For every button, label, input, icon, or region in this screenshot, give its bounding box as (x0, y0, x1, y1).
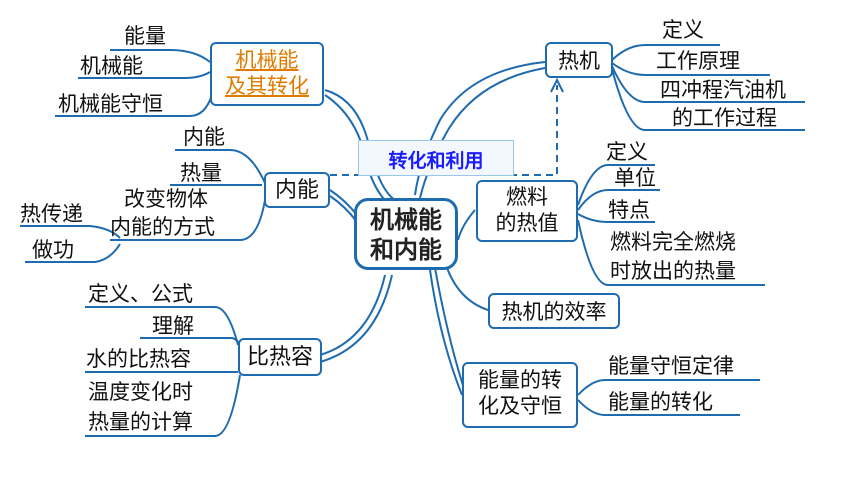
center-line1: 机械能 (370, 206, 442, 234)
branch-energy-conservation: 能量的转 化及守恒 (462, 362, 578, 428)
leaf-mech-conservation: 机械能守恒 (58, 92, 163, 116)
fuel-line2: 的热值 (495, 211, 559, 236)
leaf-engine-definition: 定义 (662, 18, 704, 42)
conservation-line2: 化及守恒 (478, 394, 562, 419)
leaf-conservation-law: 能量守恒定律 (608, 354, 734, 378)
leaf-fuel-definition: 定义 (606, 140, 648, 164)
leaf-internal-energy: 内能 (183, 125, 225, 149)
branch-engine-efficiency: 热机的效率 (488, 293, 620, 329)
leaf-energy: 能量 (124, 24, 166, 48)
leaf-heat: 热量 (180, 161, 222, 185)
branch-specific-heat: 比热容 (238, 338, 322, 376)
leaf-complete-combustion: 燃料完全燃烧 (610, 230, 736, 254)
branch-fuel-heat-value: 燃料 的热值 (476, 180, 578, 242)
leaf-unit: 单位 (614, 166, 656, 190)
leaf-heat-transfer: 热传递 (20, 202, 83, 226)
leaf-heat-released: 时放出的热量 (610, 259, 736, 283)
leaf-characteristic: 特点 (608, 198, 650, 222)
leaf-energy-transformation: 能量的转化 (608, 390, 713, 414)
leaf-water-specific-heat: 水的比热容 (86, 347, 191, 371)
leaf-internal-way: 内能的方式 (110, 215, 215, 239)
branch-mechanical-energy: 机械能 及其转化 (210, 42, 324, 106)
fuel-line1: 燃料 (506, 185, 548, 209)
leaf-temperature-change: 温度变化时 (88, 380, 193, 404)
leaf-definition-formula: 定义、公式 (88, 282, 193, 306)
leaf-heat-calculation: 热量的计算 (88, 410, 193, 434)
branch-mechanical-line2: 及其转化 (225, 74, 309, 99)
leaf-working-process: 的工作过程 (672, 106, 777, 130)
link-label: 转化和利用 (358, 140, 514, 176)
leaf-four-stroke: 四冲程汽油机 (660, 78, 786, 102)
conservation-line1: 能量的转 (478, 368, 562, 392)
leaf-mechanical-energy: 机械能 (80, 54, 143, 78)
leaf-change-object: 改变物体 (124, 187, 208, 211)
branch-mechanical-line1: 机械能 (235, 48, 299, 72)
leaf-understanding: 理解 (152, 314, 194, 338)
branch-internal-energy: 内能 (264, 172, 330, 208)
leaf-working-principle: 工作原理 (656, 49, 740, 73)
center-line2: 和内能 (370, 236, 442, 264)
branch-heat-engine: 热机 (545, 42, 613, 78)
center-node: 机械能 和内能 (354, 198, 458, 270)
leaf-work: 做功 (32, 238, 74, 262)
